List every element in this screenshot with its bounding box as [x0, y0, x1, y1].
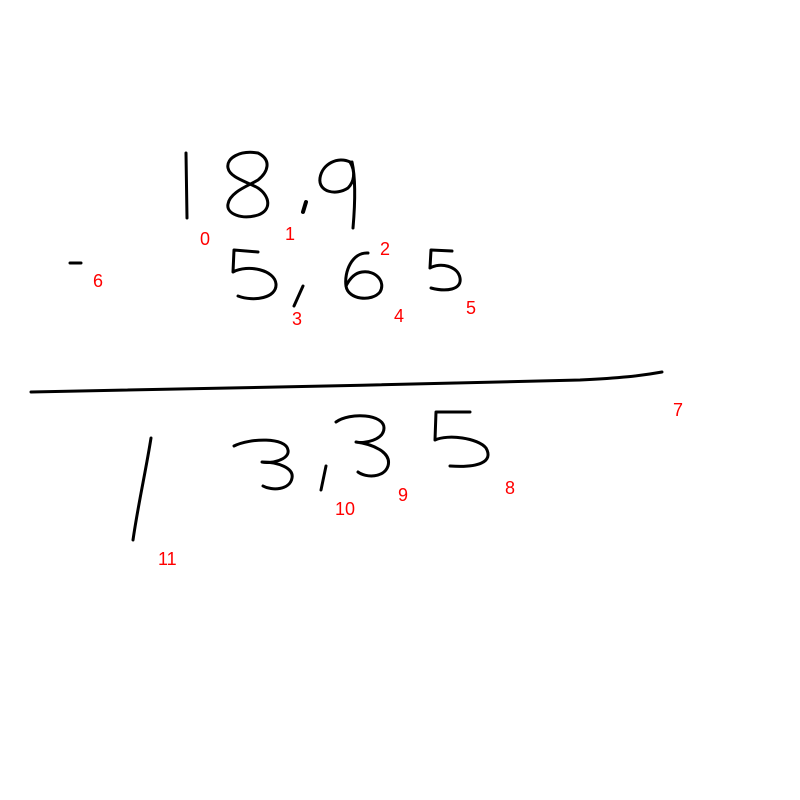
stroke-1-comma — [301, 200, 308, 214]
stroke-9-digit-three — [232, 438, 294, 491]
stroke-3-comma — [292, 284, 305, 308]
stroke-5-digit-five — [428, 248, 462, 292]
stroke-10-comma — [319, 464, 328, 492]
stroke-0-digit-eight — [226, 150, 270, 219]
stroke-0-digit-one — [184, 151, 189, 220]
stroke-label-2: 2 — [380, 239, 391, 259]
stroke-4-digit-six — [344, 251, 384, 300]
stroke-label-7: 7 — [673, 400, 684, 420]
stroke-label-1: 1 — [285, 224, 296, 244]
stroke-label-4: 4 — [394, 306, 405, 326]
stroke-label-6: 6 — [93, 271, 104, 291]
stroke-label-8: 8 — [505, 478, 516, 498]
stroke-label-3: 3 — [292, 309, 303, 329]
stroke-label-9: 9 — [398, 485, 409, 505]
stroke-label-0: 0 — [200, 229, 211, 249]
stroke-9-digit-three-second — [334, 414, 390, 478]
stroke-8-digit-five — [433, 410, 490, 468]
stroke-11-digit-one — [131, 436, 153, 542]
stroke-label-10: 10 — [335, 499, 356, 519]
stroke-2-digit-nine — [318, 158, 357, 230]
stroke-label-5: 5 — [466, 298, 477, 318]
stroke-label-11: 11 — [158, 549, 177, 569]
stroke-7-result-line — [29, 370, 664, 394]
stroke-2-digit-five — [231, 248, 278, 301]
